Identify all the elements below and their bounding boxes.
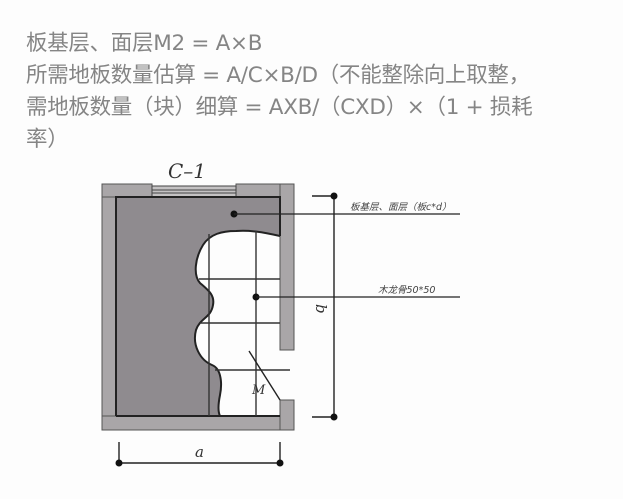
dimension-a: a <box>115 442 284 467</box>
dimension-b: b <box>312 192 338 421</box>
floor-finish-area <box>116 197 280 416</box>
window-label: C–1 <box>168 159 206 183</box>
formula-line-detailed-cont: 率） <box>26 127 69 152</box>
callout-keel: 木龙骨50*50 <box>252 285 460 301</box>
cutaway-edge <box>194 229 281 417</box>
svg-text:木龙骨50*50: 木龙骨50*50 <box>378 285 435 296</box>
keel-grid <box>199 231 290 416</box>
inner-border <box>115 196 281 417</box>
window-c1 <box>151 185 237 198</box>
formula-text: 板基层、面层M2 = A×B 所需地板数量估算 = A/C×B/D（不能整除向上… <box>26 28 623 156</box>
door-swing: M <box>248 350 281 401</box>
svg-text:板基层、面层（板c*d）: 板基层、面层（板c*d） <box>350 201 452 213</box>
door-label: M <box>251 383 266 398</box>
dimension-a-label: a <box>195 443 204 461</box>
dimension-b-label: b <box>312 304 330 314</box>
formula-line-detailed: 需地板数量（块）细算 = AXB/（CXD）×（1 + 损耗 <box>26 95 533 120</box>
formula-line-estimate: 所需地板数量估算 = A/C×B/D（不能整除向上取整， <box>26 63 530 88</box>
formula-line-area: 板基层、面层M2 = A×B <box>26 31 263 56</box>
callout-floor-layer: 板基层、面层（板c*d） <box>230 201 460 218</box>
